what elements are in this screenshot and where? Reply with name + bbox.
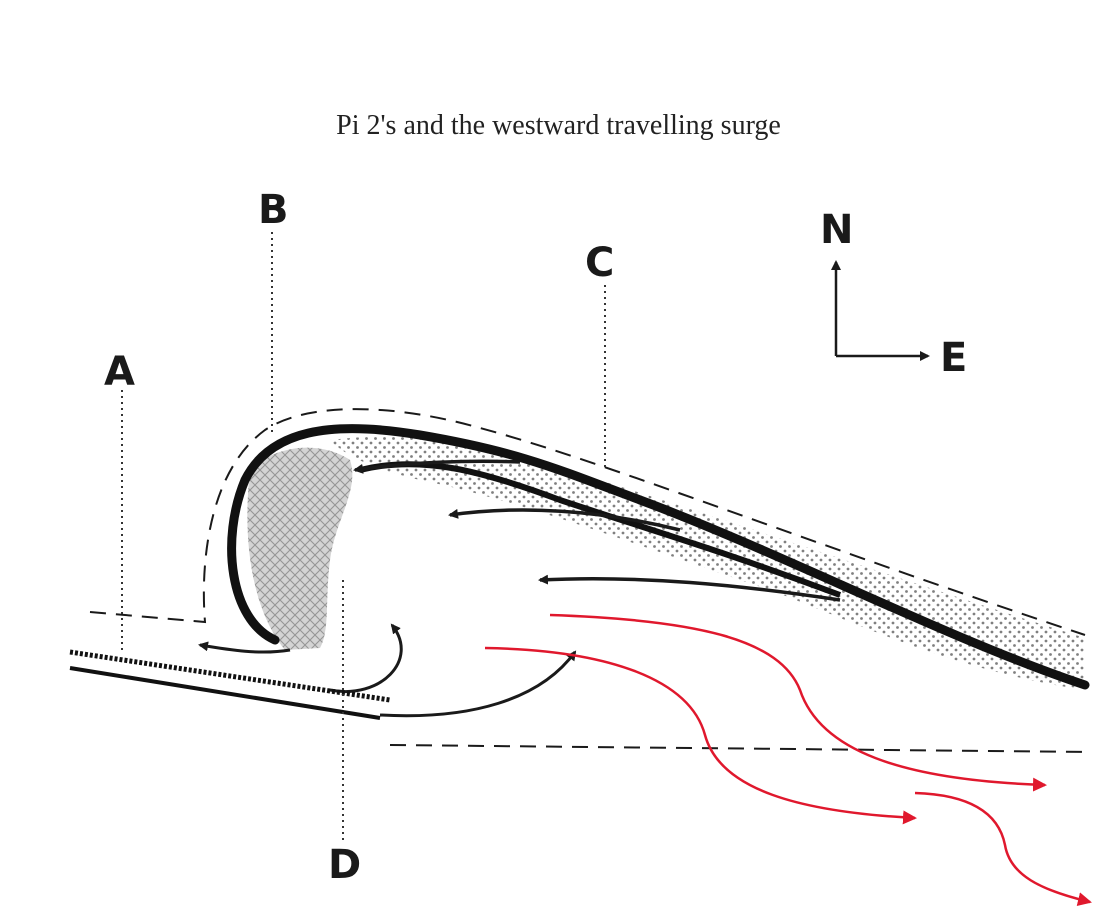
- stippled-band: [330, 436, 1085, 690]
- crosshatch-head: [247, 448, 352, 650]
- compass-north-label: N: [820, 210, 853, 250]
- flow-arrow-6: [380, 652, 575, 716]
- label-c: C: [585, 243, 614, 283]
- label-b: B: [258, 190, 289, 230]
- compass-east-label: E: [940, 338, 967, 378]
- flow-arrow-4: [200, 645, 290, 652]
- flow-arrow-5: [330, 625, 401, 692]
- diagram-title: Pi 2's and the westward travelling surge: [0, 110, 1117, 142]
- red-arrow-3: [915, 793, 1090, 902]
- label-a: A: [104, 352, 135, 392]
- label-d: D: [328, 845, 361, 885]
- red-arrow-2: [485, 648, 915, 818]
- lower-boundary-dashed: [390, 745, 1090, 752]
